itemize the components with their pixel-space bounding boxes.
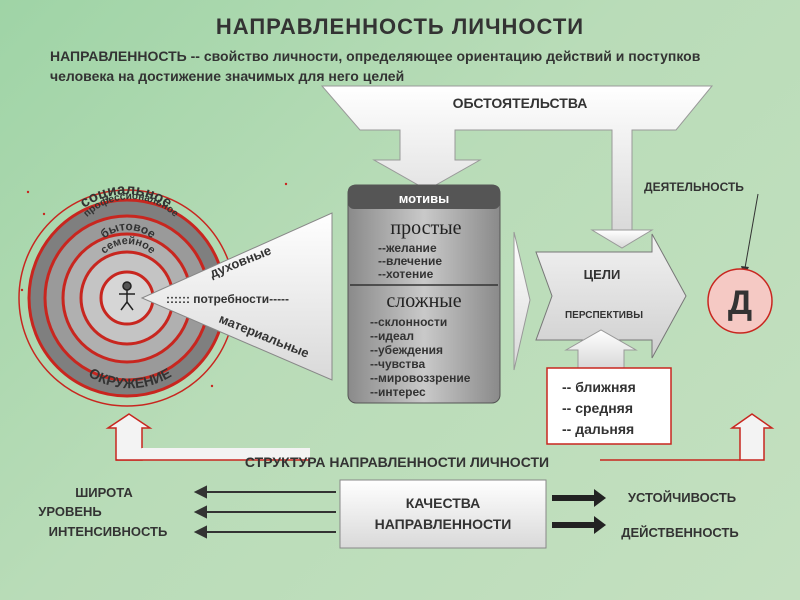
qualities-line: КАЧЕСТВА (406, 495, 481, 511)
simple-motive-item: --хотение (378, 267, 434, 281)
goals-arrow (535, 233, 687, 359)
motives-box (347, 184, 501, 404)
motives-to-goals-arrow (513, 231, 531, 371)
goals-up-arrow (564, 329, 638, 369)
quality-left-item: ИНТЕНСИВНОСТЬ (49, 524, 168, 539)
motives-header: мотивы (399, 191, 450, 206)
complex-motive-item: --чувства (370, 357, 425, 371)
quality-right-item: УСТОЙЧИВОСТЬ (628, 490, 736, 505)
simple-motive-item: --влечение (378, 254, 442, 268)
perspectives-box (546, 367, 672, 445)
right-up-arrow (729, 413, 775, 461)
right-quality-arrows (552, 489, 606, 534)
goals-perspectives: ПЕРСПЕКТИВЫ (565, 310, 643, 321)
circle-label-household: бытовое (98, 219, 159, 241)
complex-motive-item: --мировоззрение (370, 371, 471, 385)
needs-label: :::::: потребности----- (166, 292, 289, 306)
quality-left-item: УРОВЕНЬ (38, 504, 102, 519)
complex-motive-item: --склонности (370, 315, 447, 329)
qualities-line: НАПРАВЛЕННОСТИ (375, 516, 512, 532)
circumstances-arrow (320, 85, 714, 231)
circumstances-label: ОБСТОЯТЕЛЬСТВА (453, 95, 588, 111)
person-icon (119, 281, 135, 311)
goals-down-arrow (590, 229, 654, 249)
needs-triangle (140, 212, 333, 381)
activity-circle (707, 268, 773, 334)
simple-motive-item: --желание (378, 241, 437, 255)
activity-connector (744, 193, 759, 269)
page-title: НАПРАВЛЕННОСТЬ ЛИЧНОСТИ (215, 14, 585, 39)
complex-motive-item: --идеал (370, 329, 414, 343)
circle-label-family: семейное (98, 235, 157, 257)
quality-right-item: ДЕЙСТВЕННОСТЬ (621, 525, 739, 540)
activity-circle-letter: Д (728, 284, 752, 322)
activity-label: ДЕЯТЕЛЬНОСТЬ (644, 180, 744, 194)
qualities-box (339, 479, 547, 549)
perspective-item: -- средняя (562, 400, 633, 416)
quality-left-item: ШИРОТА (75, 485, 133, 500)
motives-complex-title: сложные (386, 290, 461, 312)
complex-motive-item: --убеждения (370, 343, 443, 357)
motives-simple-title: простые (390, 217, 461, 239)
perspective-item: -- ближняя (562, 379, 636, 395)
structure-title: СТРУКТУРА НАПРАВЛЕННОСТИ ЛИЧНОСТИ (245, 454, 549, 470)
left-quality-arrows (193, 485, 336, 539)
decorative-dots (20, 182, 288, 388)
complex-motive-item: --интерес (370, 385, 426, 399)
perspective-item: -- дальняя (562, 421, 634, 437)
definition-text: НАПРАВЛЕННОСТЬ -- свойство личности, опр… (50, 48, 701, 84)
goals-title: ЦЕЛИ (584, 267, 621, 282)
